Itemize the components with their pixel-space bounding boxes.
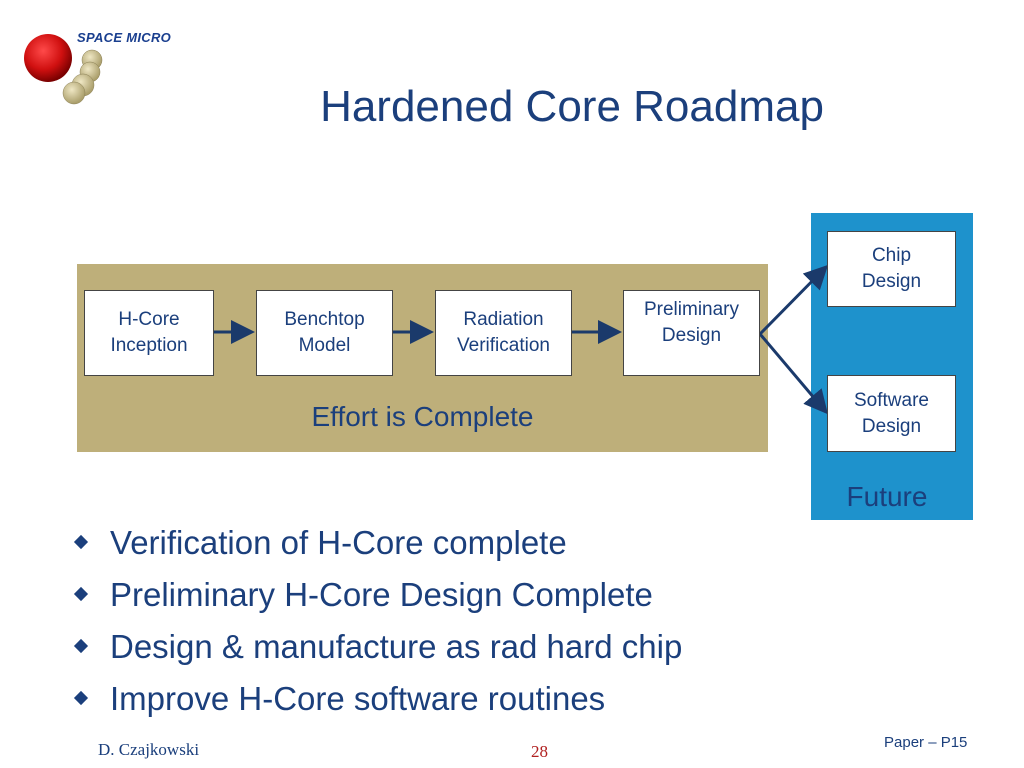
bullet-item: Improve H-Core software routines bbox=[73, 673, 682, 725]
diamond-bullet-icon bbox=[73, 690, 89, 706]
step-benchtop-model: Benchtop Model bbox=[256, 290, 393, 376]
step-software-design: Software Design bbox=[827, 375, 956, 452]
complete-panel-label: Effort is Complete bbox=[311, 401, 534, 432]
bullet-item: Preliminary H-Core Design Complete bbox=[73, 569, 682, 621]
future-panel-label: Future bbox=[846, 481, 928, 512]
bullet-item: Design & manufacture as rad hard chip bbox=[73, 621, 683, 673]
step-preliminary-design: Preliminary Design bbox=[623, 290, 760, 376]
slide-title: Hardened Core Roadmap bbox=[320, 82, 824, 131]
logo-spheres-icon bbox=[24, 34, 103, 105]
step-radiation-verification: Radiation Verification bbox=[435, 290, 572, 376]
bullet-text: Design & manufacture as rad hard chip bbox=[110, 628, 683, 665]
step-hcore-inception: H-Core Inception bbox=[84, 290, 214, 376]
bullet-text: Verification of H-Core complete bbox=[110, 524, 567, 561]
bullet-item: Verification of H-Core complete bbox=[73, 517, 682, 569]
page-number: 28 bbox=[531, 742, 548, 761]
space-micro-logo bbox=[20, 28, 210, 108]
step-chip-design: Chip Design bbox=[827, 231, 956, 307]
logo-text: SPACE MICRO bbox=[77, 30, 172, 45]
footer-author: D. Czajkowski bbox=[98, 740, 200, 759]
diamond-bullet-icon bbox=[73, 638, 89, 654]
paper-reference: Paper – P15 bbox=[884, 734, 968, 751]
diamond-bullet-icon bbox=[73, 586, 89, 602]
bullet-text: Preliminary H-Core Design Complete bbox=[110, 576, 653, 613]
bullet-list: Verification of H-Core complete Prelimin… bbox=[73, 517, 683, 725]
diamond-bullet-icon bbox=[73, 534, 89, 550]
bullet-text: Improve H-Core software routines bbox=[110, 680, 606, 717]
